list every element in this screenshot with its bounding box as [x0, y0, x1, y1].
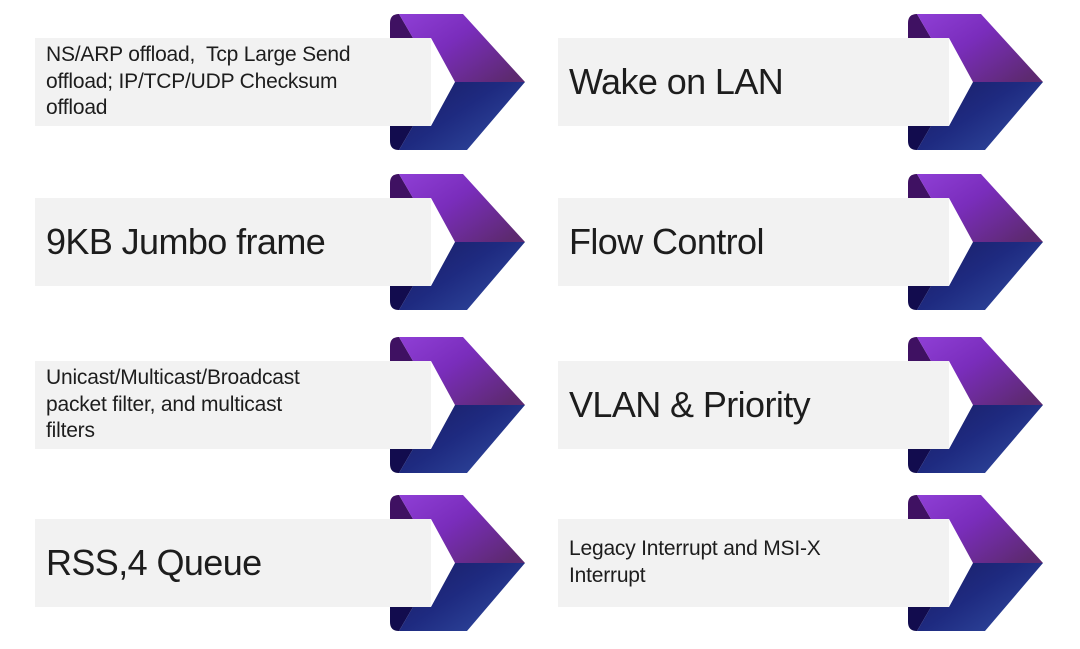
feature-label-bar: VLAN & Priority — [558, 361, 949, 449]
feature-item: Legacy Interrupt and MSI-X Interrupt — [558, 495, 1043, 631]
chevron-arrow-icon — [390, 174, 525, 310]
feature-label: VLAN & Priority — [569, 384, 811, 426]
arrow-band-top — [917, 495, 1043, 563]
chevron-arrow-icon — [908, 495, 1043, 631]
arrow-band-top — [399, 495, 525, 563]
feature-label: Unicast/Multicast/Broadcast packet filte… — [46, 365, 300, 443]
arrow-fold-bottom — [390, 607, 413, 631]
feature-label-bar: Unicast/Multicast/Broadcast packet filte… — [35, 361, 431, 449]
arrow-band-bottom — [399, 563, 525, 631]
arrow-fold-bottom — [908, 449, 931, 473]
arrow-fold-top — [390, 337, 413, 361]
arrow-fold-bottom — [908, 126, 931, 150]
feature-item: Wake on LAN — [558, 14, 1043, 150]
arrow-fold-top — [390, 495, 413, 519]
feature-item: NS/ARP offload, Tcp Large Send offload; … — [35, 14, 525, 150]
feature-item: 9KB Jumbo frame — [35, 174, 525, 310]
arrow-fold-top — [390, 14, 413, 38]
feature-label: Wake on LAN — [569, 61, 784, 103]
chevron-arrow-icon — [908, 337, 1043, 473]
arrow-band-bottom — [917, 405, 1043, 473]
feature-item: RSS,4 Queue — [35, 495, 525, 631]
feature-label: Flow Control — [569, 221, 764, 263]
arrow-fold-bottom — [908, 607, 931, 631]
feature-label-bar: RSS,4 Queue — [35, 519, 431, 607]
arrow-fold-top — [390, 174, 413, 198]
chevron-arrow-icon — [390, 14, 525, 150]
feature-label: 9KB Jumbo frame — [46, 221, 326, 263]
arrow-band-bottom — [399, 82, 525, 150]
arrow-band-bottom — [917, 242, 1043, 310]
arrow-band-top — [399, 337, 525, 405]
feature-item: Flow Control — [558, 174, 1043, 310]
arrow-fold-top — [908, 337, 931, 361]
feature-label-bar: Legacy Interrupt and MSI-X Interrupt — [558, 519, 949, 607]
feature-label-bar: NS/ARP offload, Tcp Large Send offload; … — [35, 38, 431, 126]
arrow-fold-top — [908, 174, 931, 198]
arrow-band-top — [399, 174, 525, 242]
arrow-fold-top — [908, 495, 931, 519]
feature-label: Legacy Interrupt and MSI-X Interrupt — [569, 537, 821, 587]
chevron-arrow-icon — [390, 495, 525, 631]
arrow-fold-bottom — [390, 126, 413, 150]
arrow-band-bottom — [399, 405, 525, 473]
chevron-arrow-icon — [908, 14, 1043, 150]
arrow-band-top — [399, 14, 525, 82]
arrow-band-bottom — [917, 82, 1043, 150]
arrow-band-top — [917, 337, 1043, 405]
feature-item: Unicast/Multicast/Broadcast packet filte… — [35, 337, 525, 473]
arrow-band-top — [917, 174, 1043, 242]
feature-label-bar: 9KB Jumbo frame — [35, 198, 431, 286]
chevron-arrow-icon — [390, 337, 525, 473]
feature-label-bar: Flow Control — [558, 198, 949, 286]
feature-item: VLAN & Priority — [558, 337, 1043, 473]
arrow-fold-top — [908, 14, 931, 38]
arrow-band-bottom — [917, 563, 1043, 631]
feature-label-bar: Wake on LAN — [558, 38, 949, 126]
arrow-band-bottom — [399, 242, 525, 310]
arrow-fold-bottom — [390, 449, 413, 473]
arrow-band-top — [917, 14, 1043, 82]
chevron-arrow-icon — [908, 174, 1043, 310]
feature-label: NS/ARP offload, Tcp Large Send offload; … — [46, 42, 351, 120]
arrow-fold-bottom — [908, 286, 931, 310]
arrow-fold-bottom — [390, 286, 413, 310]
feature-label: RSS,4 Queue — [46, 542, 262, 584]
